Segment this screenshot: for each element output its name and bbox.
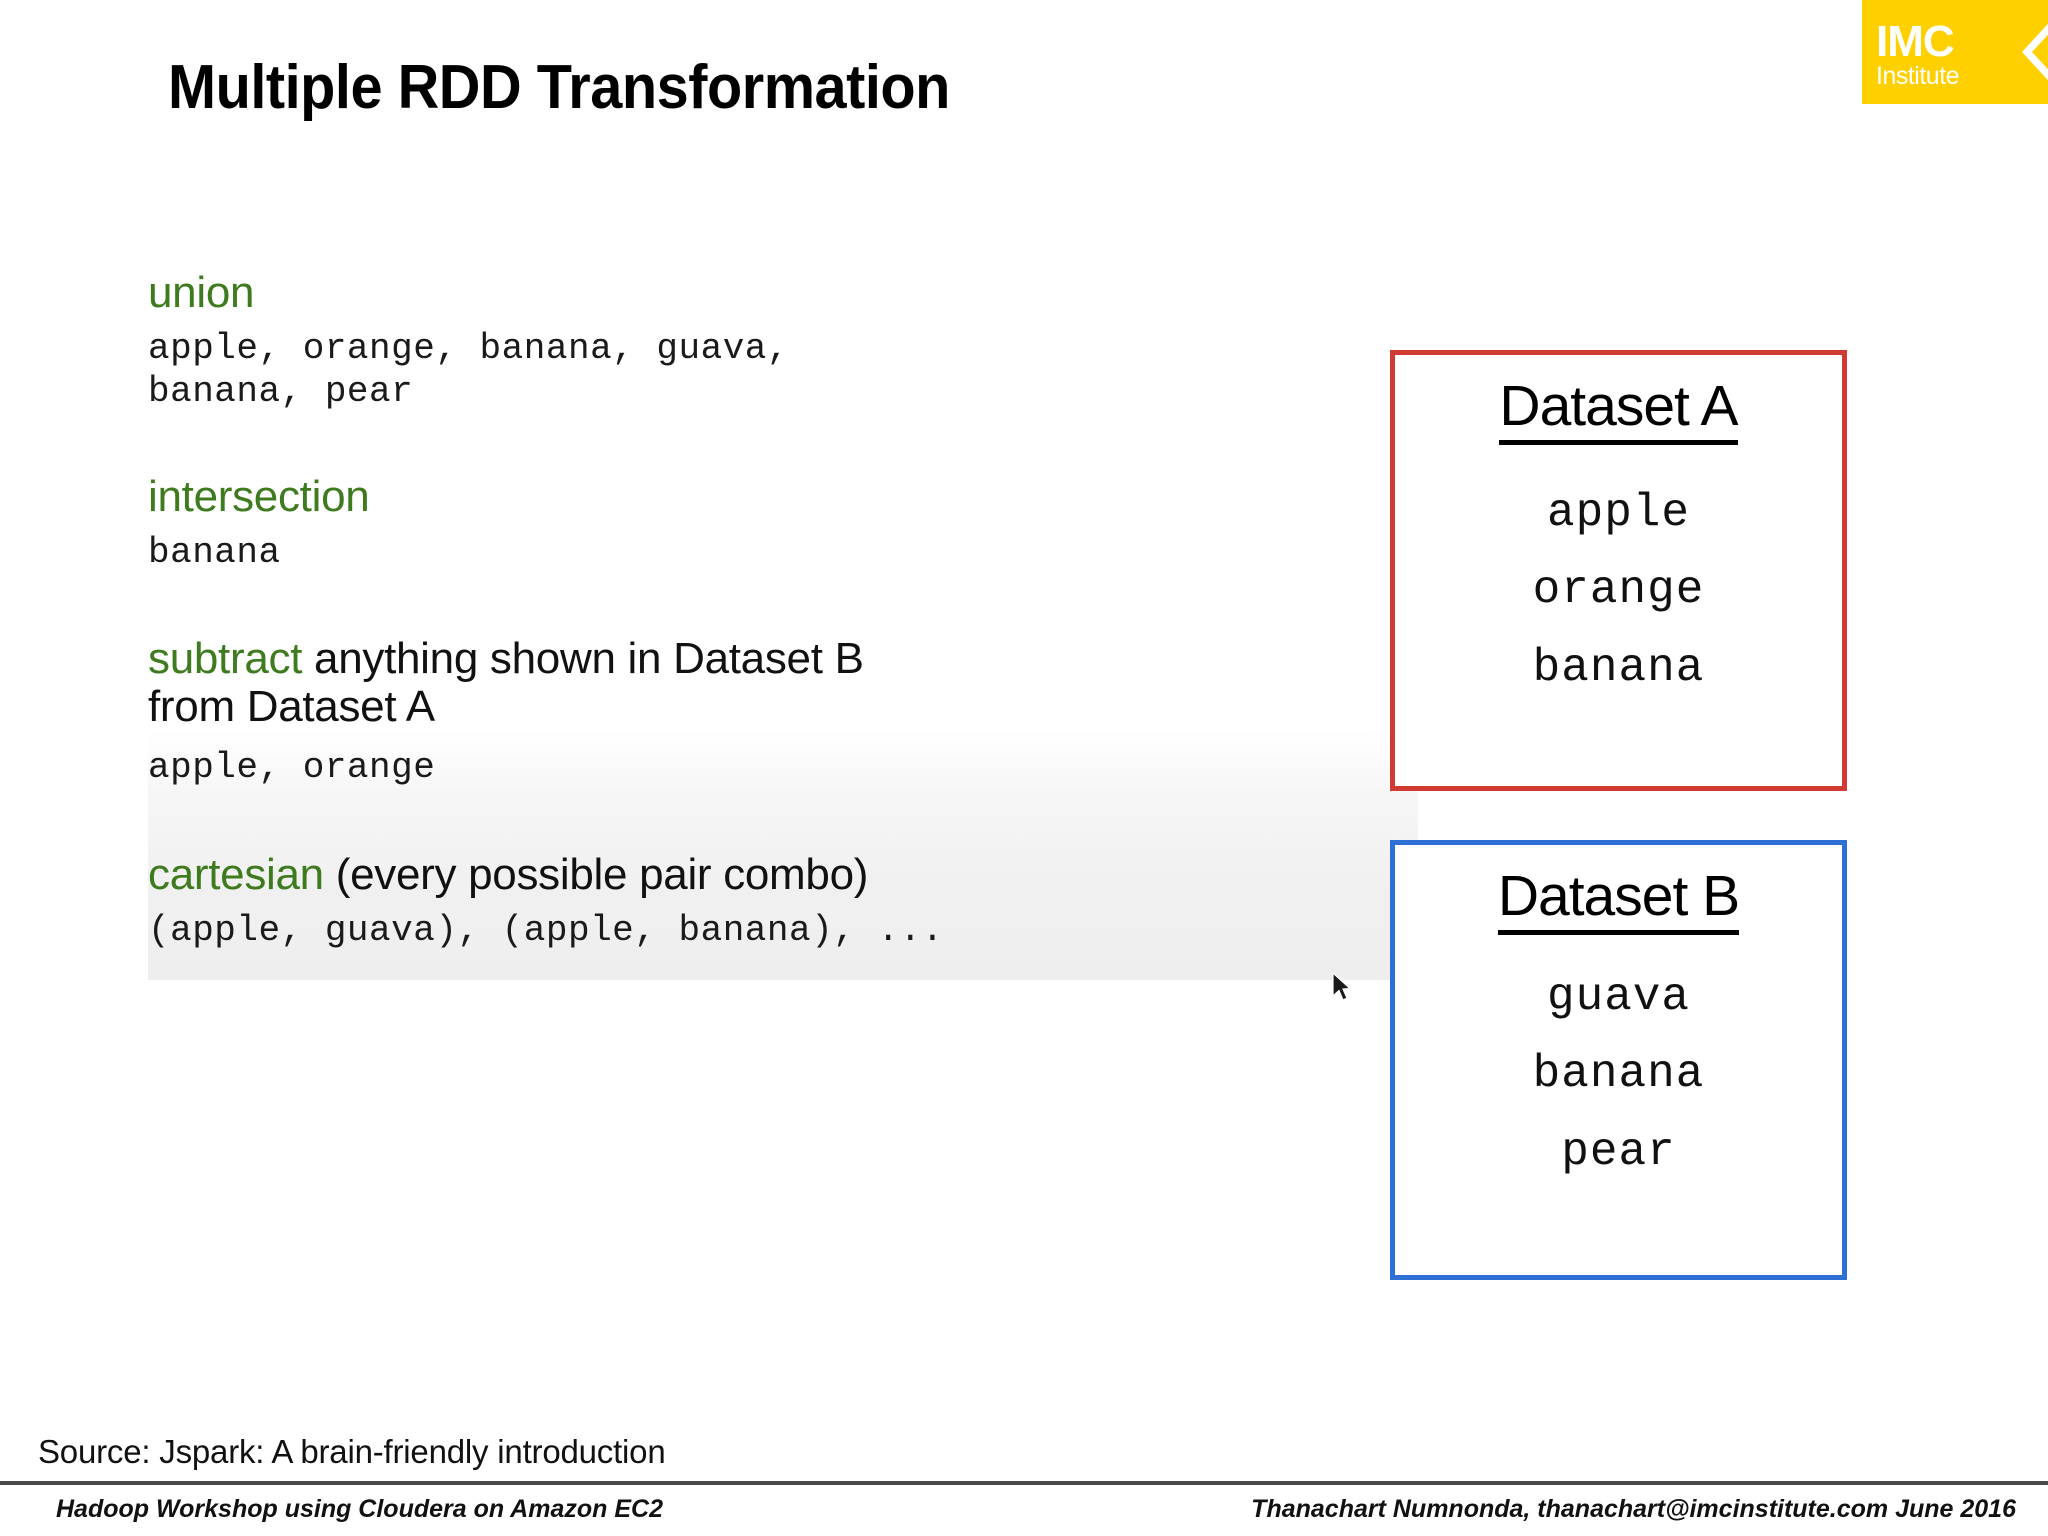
operation-cartesian-heading: cartesian (every possible pair combo) [148, 851, 944, 899]
logo-subtitle-text: Institute [1876, 62, 1960, 90]
dataset-b-item: banana [1532, 1048, 1705, 1101]
operation-union-name: union [148, 268, 255, 317]
footer-workshop-title: Hadoop Workshop using Cloudera on Amazon… [56, 1495, 663, 1523]
dataset-a-items: apple orange banana [1395, 475, 1842, 707]
page-title: Multiple RDD Transformation [168, 53, 950, 122]
dataset-a-title-text: Dataset A [1499, 374, 1739, 445]
operation-cartesian-description: (every possible pair combo) [323, 850, 869, 899]
operation-intersection: intersection banana [148, 472, 370, 574]
operation-cartesian-result: (apple, guava), (apple, banana), ... [148, 909, 944, 951]
footer-divider [0, 1481, 2048, 1485]
dataset-b-items: guava banana pear [1395, 959, 1842, 1191]
operation-cartesian: cartesian (every possible pair combo) (a… [148, 851, 944, 952]
operation-union-heading: union [148, 269, 789, 317]
operation-intersection-heading: intersection [148, 472, 370, 521]
dataset-b-box: Dataset B guava banana pear [1390, 840, 1847, 1280]
imc-institute-logo: IMC Institute [1862, 0, 2048, 104]
source-citation: Source: Jspark: A brain-friendly introdu… [38, 1433, 666, 1470]
dataset-b-item: guava [1546, 971, 1691, 1023]
dataset-a-title: Dataset A [1395, 373, 1842, 445]
dataset-a-box: Dataset A apple orange banana [1390, 350, 1847, 791]
dataset-b-title: Dataset B [1395, 863, 1842, 935]
operation-subtract-heading: subtract anything shown in Dataset B fro… [148, 635, 864, 730]
dataset-a-item: banana [1532, 641, 1705, 694]
operation-subtract: subtract anything shown in Dataset B fro… [148, 635, 864, 790]
operation-subtract-description: anything shown in Dataset B from Dataset… [148, 634, 864, 731]
dataset-a-item: orange [1532, 564, 1705, 617]
logo-brand-text: IMC [1876, 17, 1955, 66]
operation-union: union apple, orange, banana, guava, bana… [148, 269, 789, 414]
operation-subtract-result: apple, orange [148, 747, 436, 789]
operation-intersection-name: intersection [148, 472, 370, 521]
operation-subtract-name: subtract [148, 634, 303, 683]
operation-intersection-result: banana [148, 531, 281, 573]
dataset-b-title-text: Dataset B [1497, 864, 1740, 935]
chevron-arrow-icon [2022, 23, 2048, 81]
dataset-a-item: apple [1546, 487, 1691, 539]
operation-union-result: apple, orange, banana, guava, banana, pe… [148, 327, 790, 413]
operation-cartesian-name: cartesian [148, 850, 324, 899]
footer-author-contact: Thanachart Numnonda, thanachart@imcinsti… [1251, 1495, 2016, 1523]
dataset-b-item: pear [1561, 1125, 1676, 1178]
rdd-transformation-figure: union apple, orange, banana, guava, bana… [148, 255, 1418, 985]
